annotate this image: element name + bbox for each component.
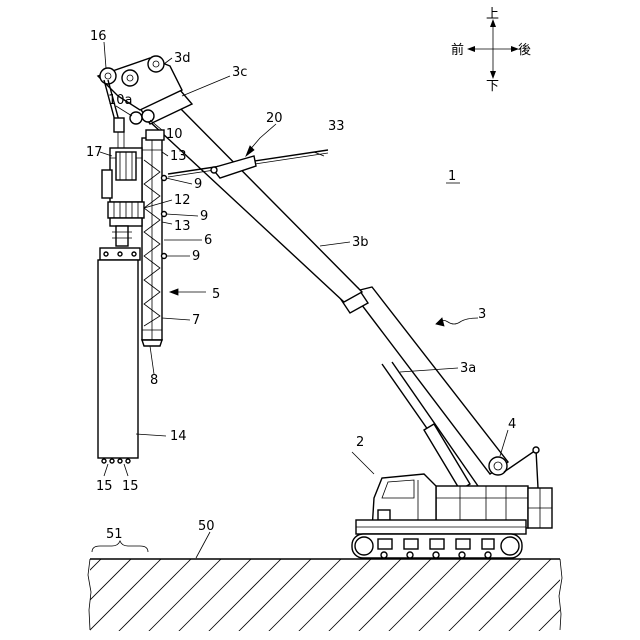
compass-front: 前 (451, 42, 464, 58)
compass-back: 後 (518, 43, 531, 58)
compass-down: 下 (486, 79, 499, 94)
label-16: 16 (90, 29, 107, 44)
label-51: 51 (106, 527, 123, 542)
drive-unit (102, 148, 144, 246)
label-6: 6 (204, 233, 212, 248)
label-9-low: 9 (192, 249, 200, 264)
ground-hatch (20, 550, 640, 640)
label-17: 17 (86, 145, 103, 160)
label-15-left: 15 (96, 479, 113, 494)
label-5: 5 (212, 287, 220, 302)
compass-up: 上 (486, 7, 499, 22)
label-15-right: 15 (122, 479, 139, 494)
label-12: 12 (174, 193, 191, 208)
direction-compass: 上 下 前 後 (451, 7, 531, 94)
label-13-low: 13 (174, 219, 191, 234)
label-3a: 3a (460, 361, 476, 376)
label-1: 1 (448, 169, 456, 184)
label-10a: 10a (108, 93, 133, 108)
leader (142, 130, 167, 346)
ground (20, 541, 640, 640)
label-50: 50 (198, 519, 215, 534)
casing (98, 248, 140, 463)
label-7: 7 (192, 313, 200, 328)
label-10: 10 (166, 127, 183, 142)
label-13-top: 13 (170, 149, 187, 164)
label-2: 2 (356, 435, 364, 450)
label-14: 14 (170, 429, 187, 444)
label-8: 8 (150, 373, 158, 388)
label-33: 33 (328, 119, 345, 134)
label-4: 4 (508, 417, 516, 432)
label-3: 3 (478, 307, 486, 322)
label-20: 20 (266, 111, 283, 126)
label-3b: 3b (352, 235, 369, 250)
label-3c: 3c (232, 65, 247, 80)
label-3d: 3d (174, 51, 191, 66)
label-9-top: 9 (194, 177, 202, 192)
label-9-mid: 9 (200, 209, 208, 224)
